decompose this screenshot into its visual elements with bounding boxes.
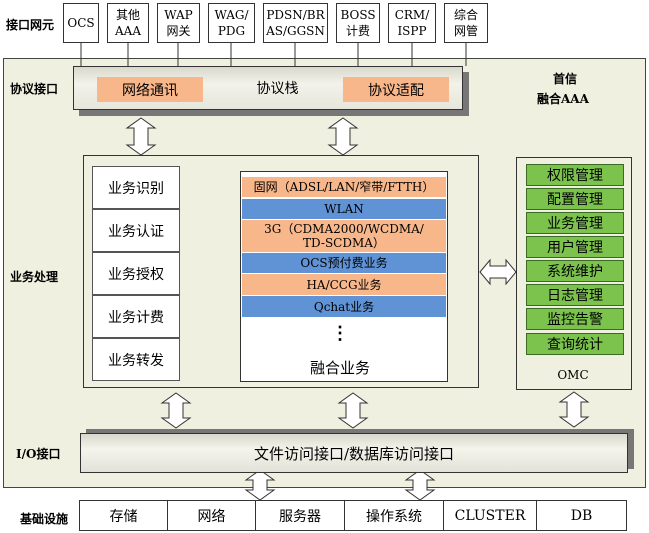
label-interface-ne: 接口网元 <box>6 18 55 32</box>
omc-user: 用户管理 <box>526 236 624 258</box>
fused-qchat: Qchat业务 <box>242 296 446 317</box>
arrow-io-2 <box>337 392 369 429</box>
protocol-stack-label: 协议栈 <box>256 81 299 97</box>
service-forwarding: 业务转发 <box>92 338 180 381</box>
fused-3g: 3G（CDMA2000/WCDMA/ TD-SCDMA） <box>242 220 446 252</box>
label-business-processing: 业务处理 <box>10 270 59 284</box>
omc-permission: 权限管理 <box>526 164 624 186</box>
base-server: 服务器 <box>255 500 345 531</box>
ne-other-aaa: 其他 AAA <box>107 3 149 43</box>
fused-wlan: WLAN <box>242 199 446 219</box>
omc-query-stats: 查询统计 <box>526 333 624 355</box>
label-io-interface: I/O接口 <box>16 447 61 461</box>
label-protocol-interface-overlay: 协议接口 <box>10 82 59 96</box>
service-authentication: 业务认证 <box>92 209 180 252</box>
protocol-adaptation-box: 协议适配 <box>343 77 449 102</box>
network-comm-box: 网络通讯 <box>97 77 203 102</box>
omc-configuration: 配置管理 <box>526 188 624 210</box>
io-bar: 文件访问接口/数据库访问接口 <box>80 433 628 473</box>
base-cluster: CLUSTER <box>443 500 537 531</box>
service-identification: 业务识别 <box>92 166 180 209</box>
base-db: DB <box>536 500 627 531</box>
fused-ocs-prepaid: OCS预付费业务 <box>242 253 446 273</box>
fused-services-title: 融合业务 <box>309 358 370 377</box>
arrow-io-3 <box>558 391 590 428</box>
arrow-protocol-right <box>327 117 359 156</box>
omc-title: OMC <box>557 368 589 382</box>
service-billing: 业务计费 <box>92 295 180 338</box>
omc-monitor-alarm: 监控告警 <box>526 308 624 330</box>
fused-ellipsis: ⋮ <box>331 322 349 344</box>
base-network: 网络 <box>167 500 256 531</box>
label-infrastructure: 基础设施 <box>20 512 69 526</box>
ne-integrated-nms: 综合 网管 <box>444 3 488 43</box>
ne-pdsn-bras-ggsn: PDSN/BR AS/GGSN <box>263 3 328 43</box>
ne-wag-pdg: WAG/ PDG <box>208 3 255 43</box>
arrow-base-2 <box>404 469 436 501</box>
omc-maintenance: 系统维护 <box>526 260 624 282</box>
arrow-services-omc <box>479 258 517 286</box>
fused-ha-ccg: HA/CCG业务 <box>242 274 446 295</box>
product-line1: 首信 <box>553 72 578 86</box>
omc-log: 日志管理 <box>526 284 624 306</box>
ne-ocs: OCS <box>63 3 99 43</box>
arrow-io-1 <box>160 392 192 429</box>
fused-fixed-network: 固网（ADSL/LAN/窄带/FTTH） <box>242 177 446 197</box>
omc-business: 业务管理 <box>526 212 624 234</box>
base-storage: 存储 <box>79 500 168 531</box>
ne-boss-billing: BOSS 计费 <box>336 3 380 43</box>
base-os: 操作系统 <box>344 500 444 531</box>
ne-wap-gateway: WAP 网关 <box>157 3 200 43</box>
arrow-base-1 <box>244 469 276 501</box>
product-line2: 融合AAA <box>537 92 589 106</box>
arrow-protocol-left <box>125 117 157 156</box>
ne-crm-ispp: CRM/ ISPP <box>388 3 436 43</box>
service-authorization: 业务授权 <box>92 252 180 295</box>
